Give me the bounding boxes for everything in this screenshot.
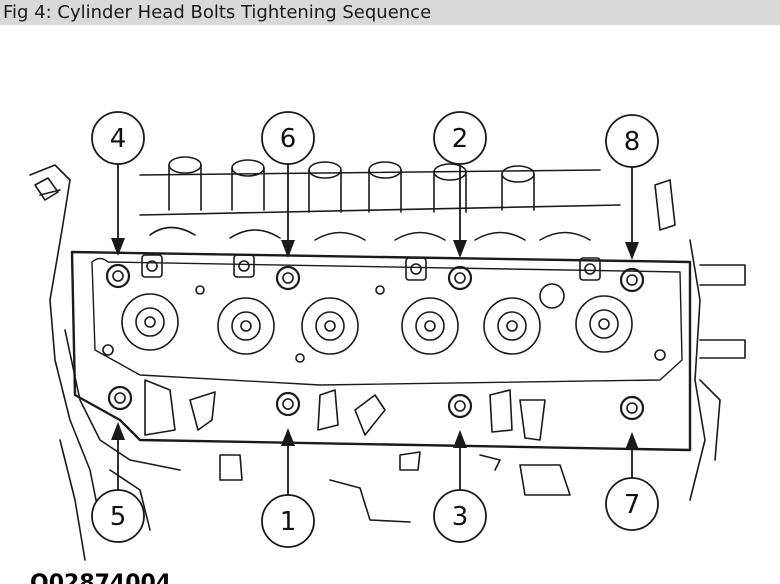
callouts-bottom: 5 1 3 7 <box>91 477 659 548</box>
svg-text:8: 8 <box>624 127 641 157</box>
bolt-5 <box>107 385 133 411</box>
callout-8: 8 <box>605 114 659 168</box>
svg-text:7: 7 <box>624 490 641 520</box>
svg-text:4: 4 <box>110 124 127 154</box>
valve-seats <box>102 283 666 363</box>
callout-6: 6 <box>261 111 315 165</box>
bolt-6 <box>275 265 301 291</box>
bolt-4 <box>105 263 131 289</box>
bolts-bottom-row <box>107 385 645 421</box>
bolt-8 <box>619 267 645 293</box>
bolts-top-row <box>105 263 645 293</box>
svg-text:2: 2 <box>452 124 469 154</box>
callout-7: 7 <box>605 477 659 531</box>
bolt-1 <box>275 391 301 417</box>
callouts-top: 4 6 2 8 <box>91 111 659 168</box>
leader-lines <box>117 162 633 496</box>
exhaust-ports <box>144 379 571 523</box>
bolt-bosses <box>141 254 601 281</box>
cylinder-head-outline <box>70 250 692 452</box>
bolt-2 <box>447 265 473 291</box>
arrowheads <box>111 238 639 450</box>
valve-spring-bosses <box>139 156 621 241</box>
callout-3: 3 <box>433 489 487 543</box>
svg-text:5: 5 <box>110 502 127 532</box>
bolt-7 <box>619 395 645 421</box>
svg-text:3: 3 <box>452 502 469 532</box>
callout-5: 5 <box>91 489 145 543</box>
callout-4: 4 <box>91 111 145 165</box>
callout-1: 1 <box>261 494 315 548</box>
callout-2: 2 <box>433 111 487 165</box>
figure-title: Fig 4: Cylinder Head Bolts Tightening Se… <box>0 0 780 25</box>
reference-code: Q02874004 <box>30 571 172 584</box>
svg-text:1: 1 <box>280 507 297 537</box>
svg-text:6: 6 <box>280 124 297 154</box>
bolt-3 <box>447 393 473 419</box>
head-inner-outline <box>91 257 683 386</box>
cylinder-head-diagram: 4 6 2 8 5 1 3 7 <box>29 111 746 561</box>
